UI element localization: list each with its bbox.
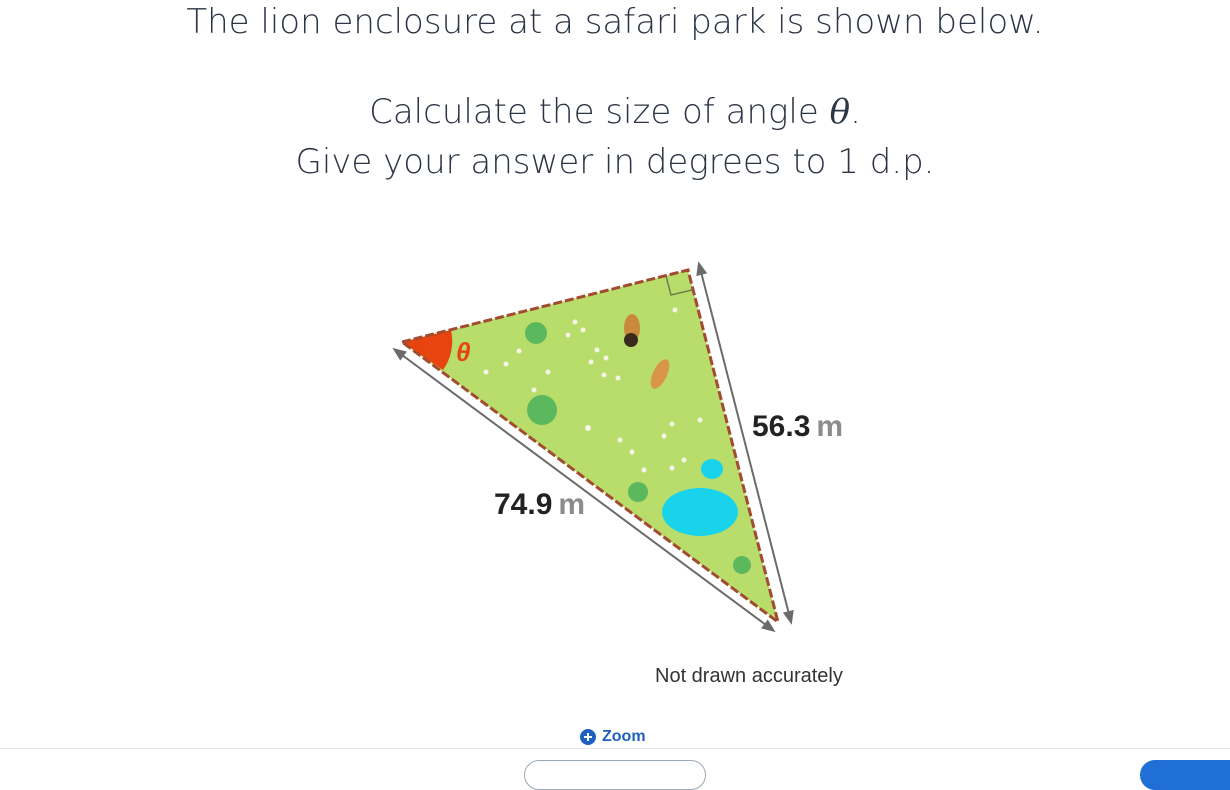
right-angle-marker bbox=[665, 275, 693, 296]
side-unit: m bbox=[816, 410, 843, 443]
enclosure-grass bbox=[402, 270, 778, 622]
footer-divider bbox=[0, 748, 1230, 749]
question-line-2: Give your answer in degrees to 1 d.p. bbox=[295, 142, 935, 182]
lion-mane-icon bbox=[624, 333, 638, 347]
zoom-in-icon bbox=[580, 729, 596, 745]
bush-icon bbox=[628, 482, 648, 502]
primary-button[interactable] bbox=[1140, 760, 1230, 790]
hypotenuse-value: 74.9 bbox=[494, 488, 552, 521]
theta-angle-label: θ bbox=[456, 337, 471, 367]
question-line-1-prefix: Calculate the size of angle bbox=[369, 92, 830, 132]
bush-icon bbox=[733, 556, 751, 574]
secondary-button[interactable] bbox=[524, 760, 706, 790]
side-value: 56.3 bbox=[752, 410, 810, 443]
question-intro: The lion enclosure at a safari park is s… bbox=[186, 2, 1044, 42]
pond-small-icon bbox=[701, 459, 723, 479]
hypotenuse-unit: m bbox=[558, 488, 585, 521]
theta-symbol: θ bbox=[829, 92, 851, 132]
side-dimension-arrow bbox=[696, 261, 794, 625]
not-drawn-accurately-note: Not drawn accurately bbox=[655, 665, 843, 687]
bush-icon bbox=[527, 395, 557, 425]
zoom-button[interactable]: Zoom bbox=[580, 726, 646, 748]
bush-icon bbox=[525, 322, 547, 344]
zoom-label: Zoom bbox=[602, 728, 646, 745]
question-line-1: Calculate the size of angle θ. bbox=[0, 90, 1230, 134]
pond-large-icon bbox=[662, 488, 738, 536]
question-line-1-suffix: . bbox=[850, 92, 861, 132]
